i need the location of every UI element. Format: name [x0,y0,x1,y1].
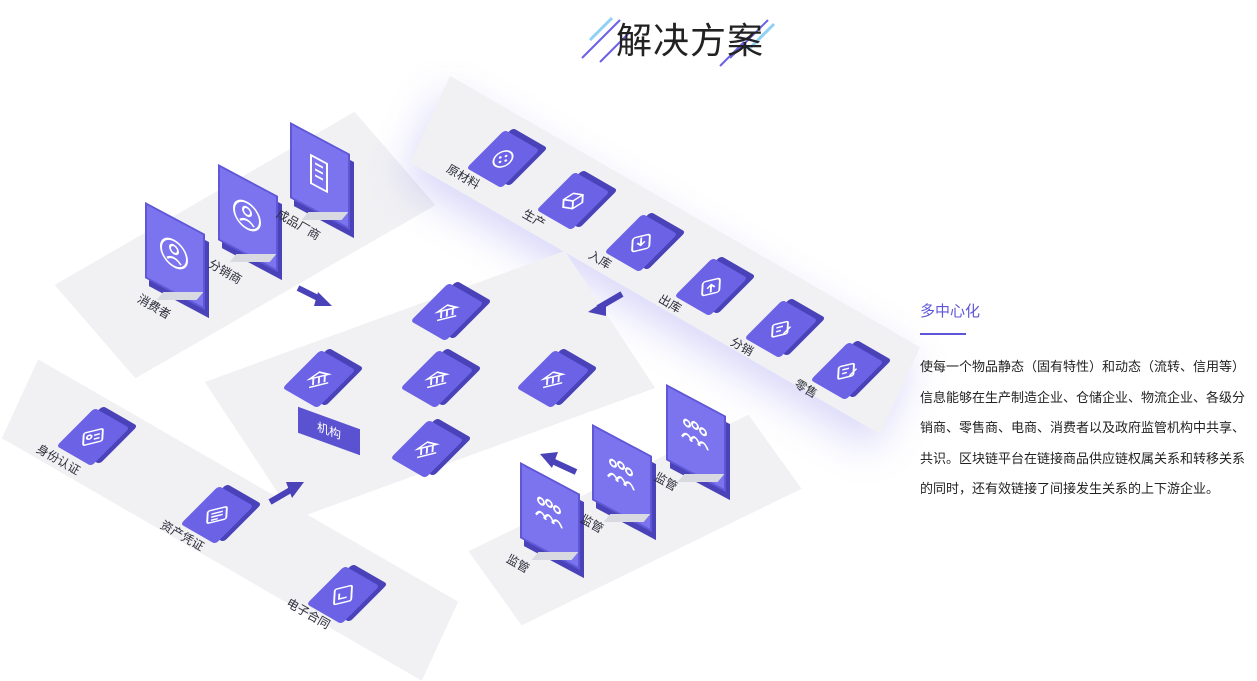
screen-stand [157,292,204,300]
screen-stand [302,212,349,220]
arrow-to-institutions [296,284,336,310]
title-block: 解决方案 [560,0,800,80]
heading-underline [920,333,966,335]
page-title: 解决方案 [560,12,820,64]
arrow-to-institutions [266,478,308,506]
section-body: 使每一个物品静态（固有特性）和动态（流转、信用等）信息能够在生产制造企业、仓储企… [920,353,1257,506]
description-panel: 多中心化 使每一个物品静态（固有特性）和动态（流转、信用等）信息能够在生产制造企… [920,300,1257,506]
screen-stand [678,474,725,482]
screen-stand [230,254,277,262]
section-heading: 多中心化 [920,300,1257,321]
screen-stand [604,514,651,522]
screen-stand [532,552,579,560]
arrow-to-institutions [536,448,580,476]
arrow-to-institutions [584,290,626,318]
